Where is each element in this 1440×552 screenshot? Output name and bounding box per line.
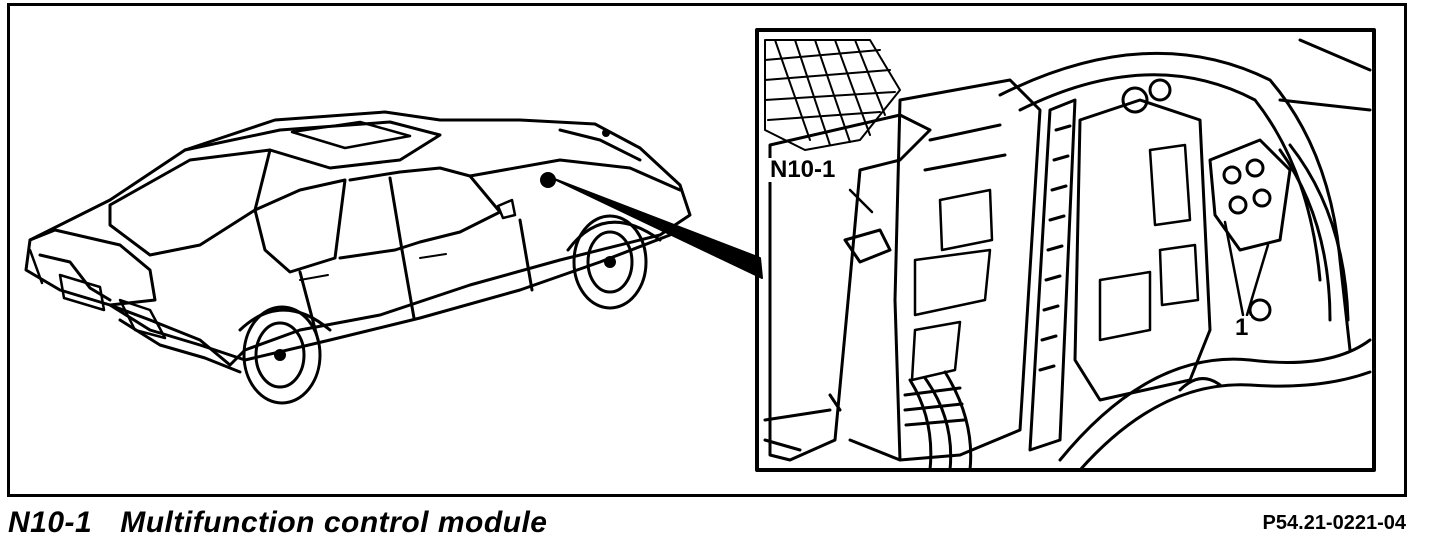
module-callout-label: N10-1 [768, 156, 838, 183]
figure-caption: N10-1 Multifunction control module [8, 506, 548, 540]
detail-inset [755, 28, 1376, 472]
relay-leader-line-a [1223, 220, 1245, 317]
module-location-dot [540, 172, 556, 188]
component-code: N10-1 [8, 506, 93, 539]
relay-callout-label: 1 [1232, 316, 1252, 340]
figure-id: P54.21-0221-04 [1262, 512, 1406, 534]
figure-frame [7, 3, 1407, 497]
relay-leader-line-b [1245, 243, 1270, 317]
car-illustration [24, 110, 692, 405]
leader-wedge [551, 177, 763, 279]
module-leader-line [848, 188, 874, 214]
component-name: Multifunction control module [120, 506, 548, 539]
